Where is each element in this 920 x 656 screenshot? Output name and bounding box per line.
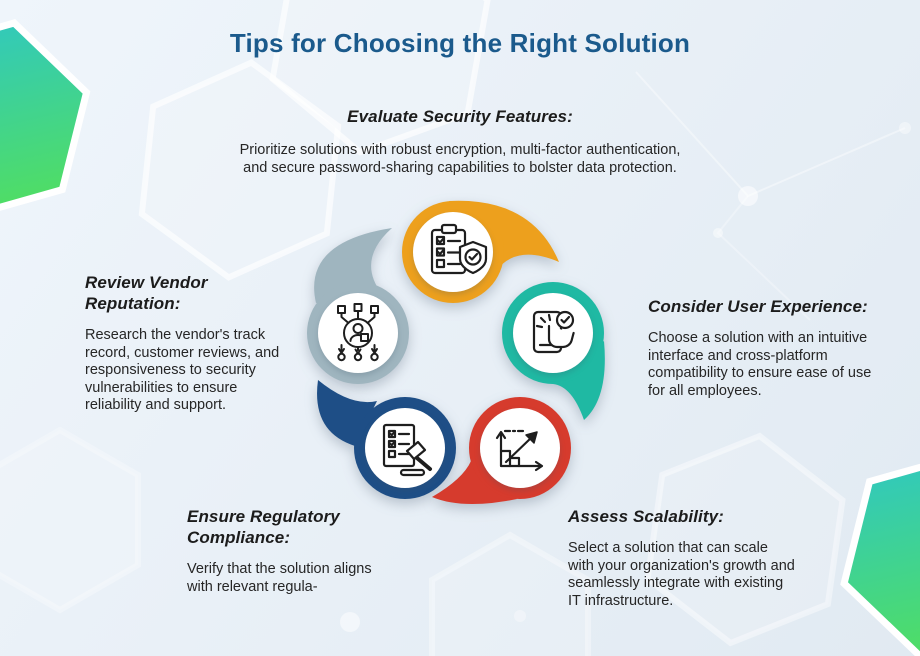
- section-vendor: Review Vendor Reputation: Research the v…: [85, 272, 293, 415]
- section-vendor-body: Research the vendor's track record, cust…: [85, 327, 280, 413]
- user-experience-petal: [502, 282, 605, 420]
- hexagon-outline-pattern: [0, 0, 850, 656]
- gradient-hexagon-left: [0, 19, 91, 221]
- scalability-petal: [432, 397, 571, 505]
- section-user-experience-heading: Consider User Experience:: [648, 297, 868, 316]
- section-user-experience-body: Choose a solution with an intuitive inte…: [648, 330, 872, 399]
- vendor-petal: [307, 228, 409, 384]
- section-compliance-body: Verify that the solution aligns with rel…: [187, 561, 372, 595]
- growth-chart-icon: [495, 429, 544, 472]
- checklist-shield-icon: [430, 223, 488, 275]
- section-vendor-heading: Review Vendor Reputation:: [85, 273, 208, 313]
- section-scalability-body: Select a solution that can scale with yo…: [568, 540, 795, 609]
- security-petal: [402, 200, 559, 303]
- network-dots-decoration: [340, 71, 911, 632]
- section-security-body: Prioritize solutions with robust encrypt…: [239, 142, 681, 176]
- section-compliance-heading: Ensure Regulatory Compliance:: [187, 507, 340, 547]
- compliance-petal: [317, 380, 456, 499]
- section-scalability-heading: Assess Scalability:: [568, 507, 724, 526]
- section-scalability: Assess Scalability: Select a solution th…: [568, 506, 796, 610]
- section-compliance: Ensure Regulatory Compliance: Verify tha…: [187, 506, 397, 596]
- page-title: Tips for Choosing the Right Solution: [229, 28, 691, 58]
- section-security-heading: Evaluate Security Features:: [347, 107, 573, 126]
- section-security: Evaluate Security Features: Prioritize s…: [0, 106, 920, 177]
- document-gavel-icon: [382, 423, 432, 477]
- tap-check-icon: [532, 310, 575, 354]
- vendor-network-icon: [337, 303, 379, 362]
- section-user-experience: Consider User Experience: Choose a solut…: [648, 296, 880, 400]
